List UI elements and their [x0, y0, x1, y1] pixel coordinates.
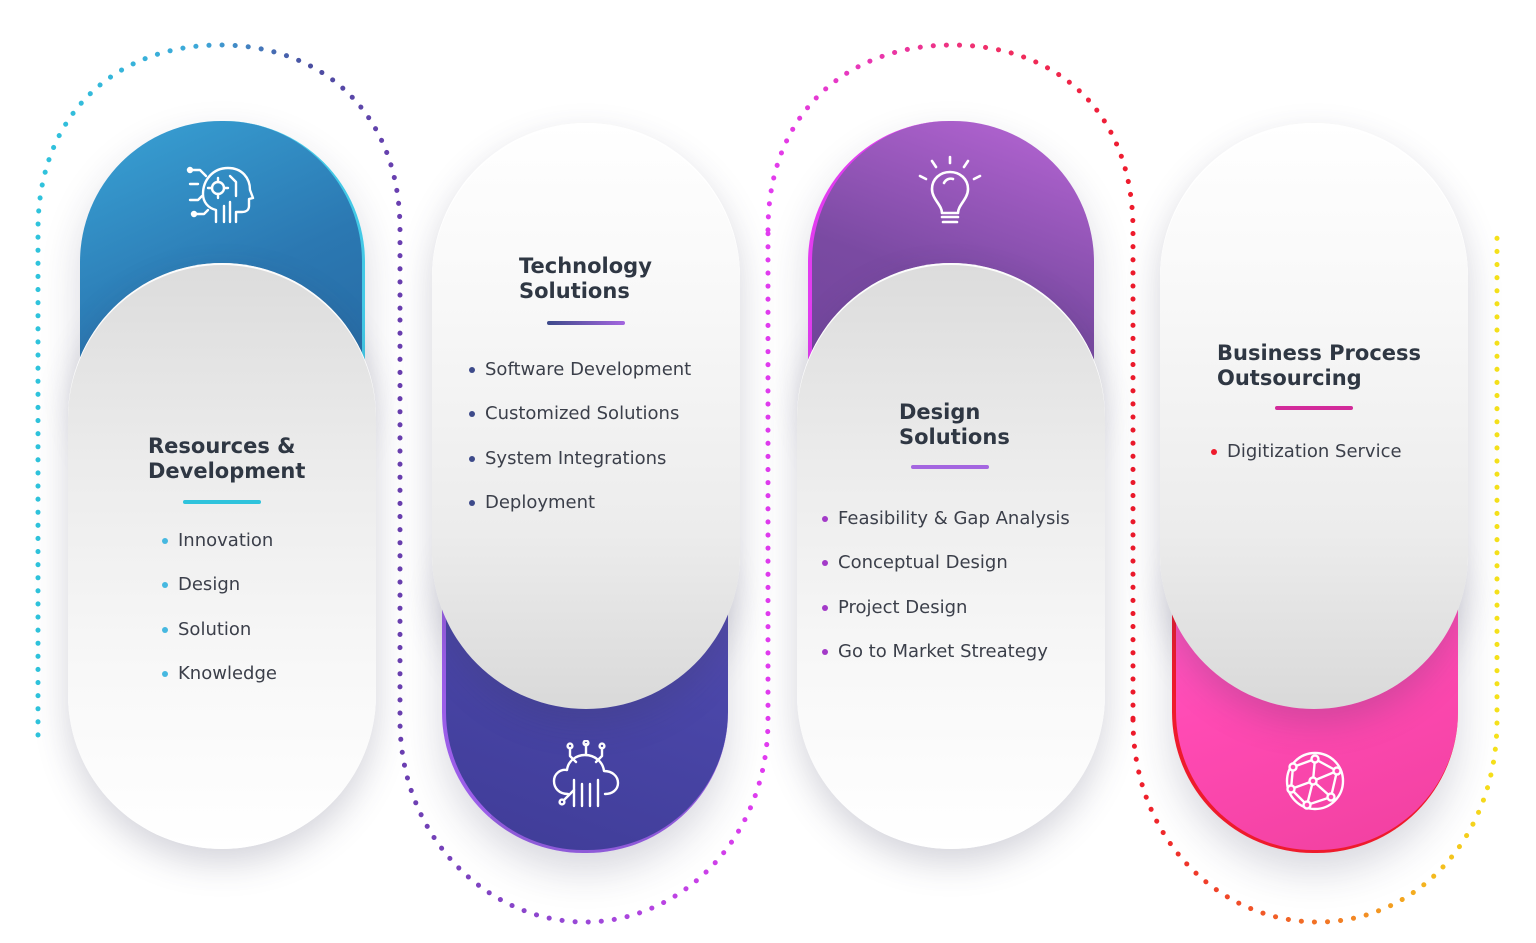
card-2-white-panel [432, 123, 740, 709]
list-item: Knowledge [162, 652, 277, 696]
dotted-arc-1 [35, 42, 403, 738]
card-3-underline [911, 465, 989, 469]
dotted-arc-3 [765, 42, 1136, 723]
card-4-list: Digitization Service [1211, 430, 1402, 474]
list-item: Project Design [822, 586, 1070, 630]
card-1-underline [183, 500, 261, 504]
card-2-title: Technology Solutions [519, 254, 652, 303]
list-item: Software Development [469, 348, 691, 392]
cloud-circuit-icon [552, 740, 620, 808]
list-item: Innovation [162, 519, 277, 563]
card-3-list: Feasibility & Gap Analysis Conceptual De… [822, 497, 1070, 674]
list-item: Feasibility & Gap Analysis [822, 497, 1070, 541]
card-2-underline [547, 321, 625, 325]
card-4-white-panel [1160, 123, 1468, 709]
card-3-title: Design Solutions [899, 400, 1010, 449]
dotted-arc-4 [1130, 225, 1500, 925]
card-1-white-panel [68, 263, 376, 849]
globe-network-icon [1285, 751, 1345, 811]
card-4-underline [1275, 406, 1353, 410]
card-3-white-panel [797, 263, 1105, 849]
ai-head-circuit-icon [186, 166, 255, 224]
list-item: Design [162, 563, 277, 607]
card-2-list: Software Development Customized Solution… [469, 348, 691, 525]
card-1-title: Resources & Development [148, 434, 306, 483]
list-item: Customized Solutions [469, 392, 691, 436]
list-item: Digitization Service [1211, 430, 1402, 474]
card-4-title: Business Process Outsourcing [1217, 341, 1422, 390]
list-item: Conceptual Design [822, 541, 1070, 585]
list-item: Solution [162, 608, 277, 652]
list-item: Deployment [469, 481, 691, 525]
list-item: System Integrations [469, 437, 691, 481]
card-1-list: Innovation Design Solution Knowledge [162, 519, 277, 696]
list-item: Go to Market Streategy [822, 630, 1070, 674]
lightbulb-icon [918, 155, 982, 224]
